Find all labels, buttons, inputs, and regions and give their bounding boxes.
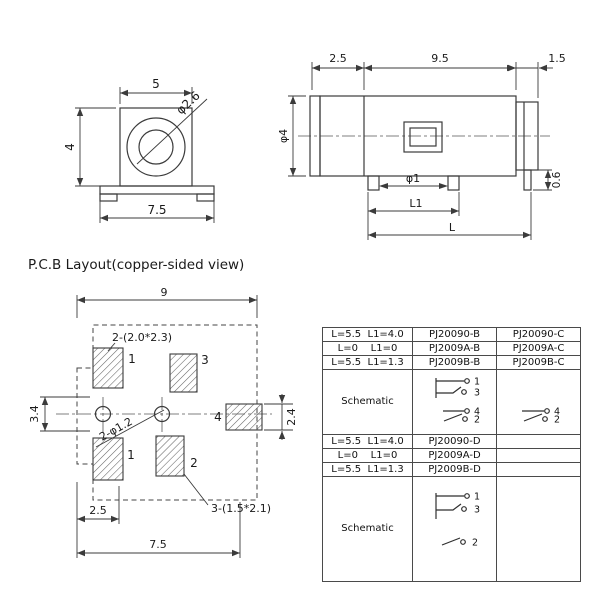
pad-label-1b: 1 — [127, 448, 135, 462]
schem-pin-label: 4 — [474, 407, 480, 418]
cell-part-number: PJ2009A-C — [496, 341, 581, 356]
table-row: L=5.5 L1=4.0 PJ20090-B PJ20090-C — [322, 327, 581, 342]
table-row-schematic: Schematic 1 3 4 — [322, 369, 581, 435]
pcb-layout: P.C.B Layout(copper-sided view) 9 2-φ1.2… — [28, 257, 298, 558]
cell-dims: L=5.5 L1=1.3 — [322, 355, 413, 370]
pad-label-1a: 1 — [128, 352, 136, 366]
table-row: L=5.5 L1=4.0 PJ20090-D — [322, 434, 581, 449]
pcb-dim-bottom-width: 7.5 — [149, 538, 167, 551]
schem-pin-label: 1 — [474, 377, 480, 388]
front-foot-right — [196, 193, 215, 202]
side-dim-seg1: 2.5 — [329, 52, 347, 65]
pad-label-2: 2 — [190, 456, 198, 470]
table-row: L=5.5 L1=1.3 PJ2009B-D — [322, 462, 581, 477]
cell-empty — [496, 448, 581, 463]
cell-part-number: PJ20090-B — [412, 327, 497, 342]
pcb-pad-1a — [92, 347, 124, 389]
pcb-callout-rect-pads: 3-(1.5*2.1) — [211, 502, 271, 515]
side-dim-pin-length: 0.6 — [551, 171, 563, 188]
cell-empty — [496, 476, 581, 582]
cell-dims: L=0 L1=0 — [322, 448, 413, 463]
cell-dims: L=5.5 L1=1.3 — [322, 462, 413, 477]
schematic-cell-switch: 4 2 — [496, 369, 581, 435]
pcb-dim-left: 3.4 — [28, 405, 41, 423]
cell-part-number: PJ2009A-B — [412, 341, 497, 356]
side-view: 2.5 9.5 1.5 φ4 φ1 0.6 L1 L — [277, 52, 566, 240]
cell-part-number: PJ20090-C — [496, 327, 581, 342]
schematic-cell-full: 1 3 4 2 — [412, 369, 497, 435]
pcb-pad-1b — [92, 437, 124, 481]
front-foot-left — [99, 193, 118, 202]
front-dim-height: 4 — [63, 143, 77, 151]
side-leg-left — [367, 175, 380, 191]
schematic-cell-mono: 1 3 2 — [412, 476, 497, 582]
pcb-dim-hole-offset: 2.5 — [89, 504, 107, 517]
pcb-pad-3 — [169, 353, 198, 393]
front-dim-flange-width: 7.5 — [147, 203, 166, 217]
cell-part-number: PJ2009B-D — [412, 462, 497, 477]
schem-pin-label: 3 — [474, 505, 480, 516]
cell-dims: L=5.5 L1=4.0 — [322, 327, 413, 342]
front-inner-hole — [138, 129, 174, 165]
pcb-hole-left — [94, 405, 112, 423]
cell-part-number: PJ2009B-B — [412, 355, 497, 370]
schem-pin-label: 2 — [472, 538, 478, 549]
schem-pin-label: 2 — [554, 415, 560, 426]
schematic-jack-mono: 1 3 2 — [434, 492, 480, 549]
front-dim-width: 5 — [152, 77, 160, 91]
pad-label-3: 3 — [201, 353, 209, 367]
cell-part-number: PJ2009B-C — [496, 355, 581, 370]
schem-pin-label: 1 — [474, 492, 480, 503]
cell-part-number: PJ2009A-D — [412, 448, 497, 463]
pcb-hole-right — [153, 405, 171, 423]
side-dim-seg3: 1.5 — [548, 52, 566, 65]
pad-label-4: 4 — [214, 410, 222, 424]
side-dim-seg2: 9.5 — [431, 52, 449, 65]
pcb-section-title: P.C.B Layout(copper-sided view) — [28, 257, 244, 273]
front-outer-ring — [126, 117, 186, 177]
schematic-jack-full: 1 3 4 2 — [434, 377, 480, 426]
cell-empty — [496, 462, 581, 477]
cell-part-number: PJ20090-D — [412, 434, 497, 449]
cell-empty — [496, 434, 581, 449]
front-view: 5 φ2.6 4 7.5 — [63, 77, 215, 223]
schem-pin-label: 2 — [474, 415, 480, 426]
side-dim-l1: L1 — [409, 197, 422, 210]
schematic-switch-only: 4 2 — [521, 407, 560, 426]
table-row: L=0 L1=0 PJ2009A-B PJ2009A-C — [322, 341, 581, 356]
side-leg-right — [447, 175, 460, 191]
front-flange — [99, 185, 215, 195]
table-row-schematic: Schematic 1 3 2 — [322, 476, 581, 582]
cell-dims: L=5.5 L1=4.0 — [322, 434, 413, 449]
side-window-inner — [409, 127, 437, 147]
pcb-dim-right: 2.4 — [285, 408, 298, 426]
side-switch-pin — [523, 169, 532, 191]
schematic-label: Schematic — [322, 476, 413, 582]
schem-pin-label: 3 — [474, 388, 480, 399]
side-window-outer — [403, 121, 443, 153]
table-row: L=0 L1=0 PJ2009A-D — [322, 448, 581, 463]
schematic-label: Schematic — [322, 369, 413, 435]
front-body — [119, 107, 193, 187]
parts-table: L=5.5 L1=4.0 PJ20090-B PJ20090-C L=0 L1=… — [322, 327, 581, 582]
diameter-leader-line — [136, 98, 208, 165]
cell-dims: L=0 L1=0 — [322, 341, 413, 356]
side-dim-l: L — [449, 221, 456, 234]
table-row: L=5.5 L1=1.3 PJ2009B-B PJ2009B-C — [322, 355, 581, 370]
pcb-dim-width: 9 — [161, 286, 168, 299]
side-dim-pin-dia: φ1 — [406, 172, 420, 185]
schem-pin-label: 4 — [554, 407, 560, 418]
pcb-pad-2 — [155, 435, 185, 477]
side-dim-body-dia: φ4 — [277, 129, 290, 143]
pcb-pad-4 — [225, 403, 263, 431]
holes-leader-line — [95, 409, 165, 448]
pcb-callout-square-pads: 2-(2.0*2.3) — [112, 331, 172, 344]
